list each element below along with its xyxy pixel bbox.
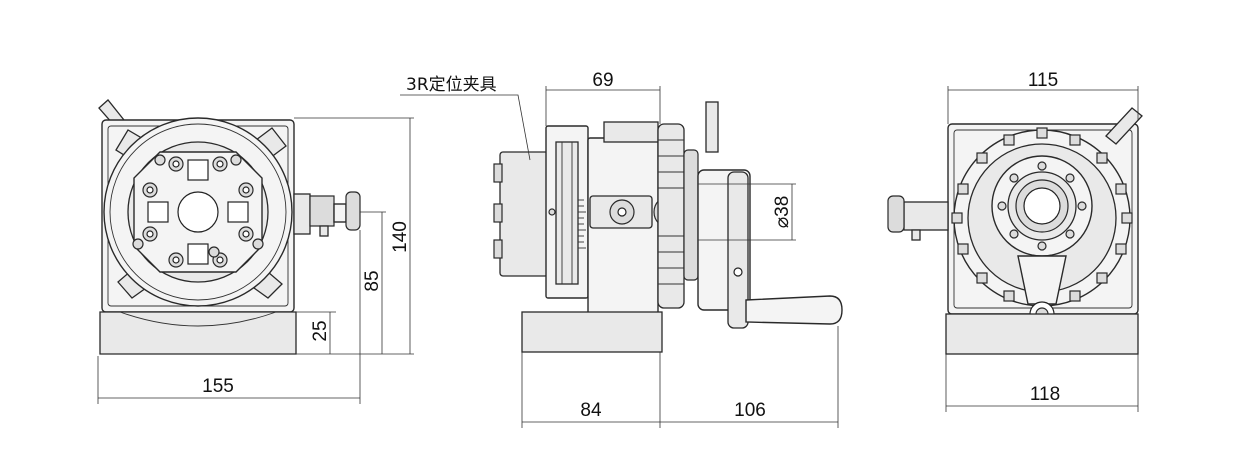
side-view (493, 101, 843, 353)
clamp-knob (345, 191, 361, 231)
side-view-dimensions (521, 86, 839, 428)
front-view-dimensions (97, 117, 414, 404)
crank-handle (745, 295, 843, 325)
base-plate (99, 311, 297, 355)
dim-118: 118 (1030, 384, 1060, 405)
fixture-label: 3R定位夹具 (406, 75, 497, 95)
rear-lever (1105, 107, 1143, 145)
dim-69: 69 (592, 70, 613, 91)
dim-155: 155 (202, 376, 234, 397)
dim-38: ⌀38 (772, 196, 793, 229)
bolt-pattern (132, 154, 264, 268)
dim-25: 25 (310, 320, 331, 341)
rear-view-dimensions (945, 86, 1139, 412)
dim-106: 106 (734, 400, 766, 421)
gear-ring (657, 123, 685, 309)
front-view (98, 99, 361, 355)
scale-ticks (578, 199, 586, 249)
rear-base (945, 313, 1139, 355)
dim-85: 85 (362, 270, 383, 291)
fixture-leader (400, 94, 531, 161)
dim-140: 140 (390, 221, 411, 253)
fixture-block (499, 151, 549, 277)
side-base (521, 311, 663, 353)
rear-knob (887, 195, 905, 233)
dim-115: 115 (1028, 70, 1058, 91)
dim-84: 84 (580, 400, 602, 421)
rear-view (887, 107, 1143, 355)
